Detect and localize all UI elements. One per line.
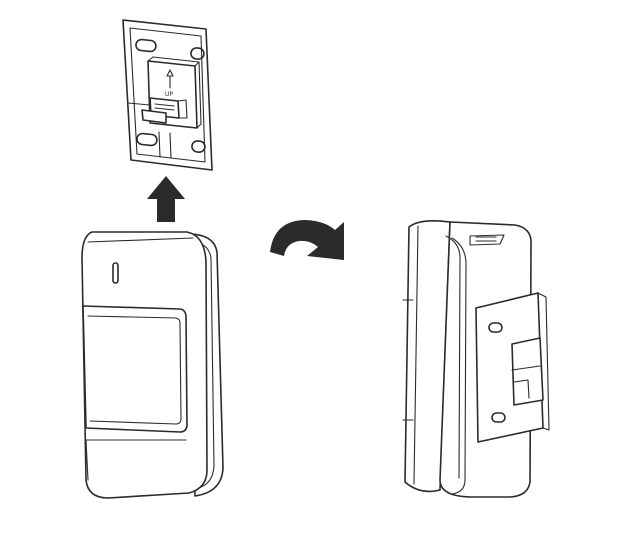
sensor-front-view <box>81 231 224 499</box>
rotate-arrow-icon <box>270 220 344 260</box>
sensor-side-view <box>402 220 550 498</box>
led-indicator <box>112 262 119 284</box>
pir-lens <box>82 305 188 433</box>
up-label: UP <box>165 91 173 98</box>
up-arrow-icon <box>147 176 185 222</box>
wall-bracket: UP <box>122 19 213 171</box>
up-marking: UP <box>165 69 174 98</box>
